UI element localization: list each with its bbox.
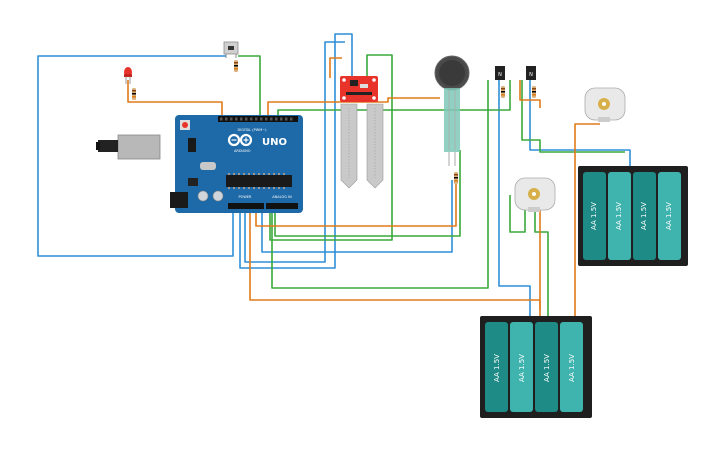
wire-orange-transistor (519, 80, 541, 108)
transistor-2-label: N (529, 72, 533, 78)
battery-pack-bottom[interactable]: AA 1.5V AA 1.5V AA 1.5V AA 1.5V (480, 316, 592, 418)
battery-r1-label: AA 1.5V (590, 202, 598, 230)
soil-sensor-module (340, 76, 378, 102)
battery-b4-label: AA 1.5V (568, 354, 576, 382)
power-label: POWER (239, 195, 253, 199)
led-red[interactable] (124, 67, 132, 84)
battery-pack-right[interactable]: AA 1.5V AA 1.5V AA 1.5V AA 1.5V (578, 166, 688, 266)
arduino-uno-board[interactable]: DIGITAL (PWM~) UNO ARDUINO (96, 115, 303, 213)
wire-orange-top (267, 97, 440, 115)
dc-motor-middle[interactable] (514, 177, 556, 212)
wire-blue-soil-b (244, 41, 345, 263)
dc-motor-top[interactable] (584, 87, 626, 122)
resistor-led[interactable] (132, 88, 136, 100)
pushbutton[interactable] (223, 41, 239, 58)
transistor-1[interactable]: N (495, 66, 505, 80)
transistor-1-label: N (498, 72, 502, 78)
usb-port (117, 134, 161, 160)
soil-probe-left (340, 103, 358, 189)
battery-r2-label: AA 1.5V (615, 202, 623, 230)
arduino-brand-text: ARDUINO (234, 149, 251, 153)
wire-green-battery (534, 210, 549, 316)
wires (37, 33, 631, 316)
wire-orange-right (574, 123, 600, 316)
atmega-chip (226, 175, 292, 187)
infinity-logo-icon (227, 133, 253, 147)
wire-blue-right (529, 80, 631, 166)
soil-probe-right (366, 103, 384, 189)
battery-b3-label: AA 1.5V (543, 354, 551, 382)
force-sensitive-resistor[interactable] (434, 55, 470, 166)
resistor-transistor-1[interactable] (501, 86, 505, 98)
wire-green-transistor (271, 80, 489, 289)
power-jack (170, 192, 188, 208)
wire-green-motor-small (509, 195, 526, 233)
wire-blue-pushbutton (37, 55, 234, 257)
resistors (132, 60, 536, 184)
power-header (228, 203, 264, 209)
resistor-button[interactable] (234, 60, 238, 72)
wire-orange-led (127, 80, 223, 115)
crystal (200, 162, 216, 170)
wire-green-button (238, 55, 261, 115)
battery-r3-label: AA 1.5V (640, 202, 648, 230)
digital-header-label: DIGITAL (PWM~) (237, 128, 267, 132)
wire-orange-soil (329, 57, 342, 78)
resistor-fsr[interactable] (454, 172, 458, 184)
analog-header (266, 203, 298, 209)
wire-green-top (277, 80, 511, 115)
wire-blue-soil-a (239, 33, 353, 269)
battery-b1-label: AA 1.5V (493, 354, 501, 382)
wire-blue-motor (498, 80, 531, 316)
battery-b2-label: AA 1.5V (518, 354, 526, 382)
arduino-logo-text: UNO (262, 137, 287, 148)
wire-orange-bottom (249, 200, 541, 316)
wire-green-soil (269, 54, 393, 241)
resistor-transistor-2[interactable] (532, 86, 536, 98)
wire-green-fsr (274, 150, 461, 237)
analog-label: ANALOG IN (272, 195, 292, 199)
wire-green-motor2 (521, 80, 625, 153)
battery-r4-label: AA 1.5V (665, 202, 673, 230)
soil-moisture-sensor[interactable] (340, 76, 384, 189)
transistor-2[interactable]: N (526, 66, 536, 80)
digital-header (218, 116, 298, 122)
